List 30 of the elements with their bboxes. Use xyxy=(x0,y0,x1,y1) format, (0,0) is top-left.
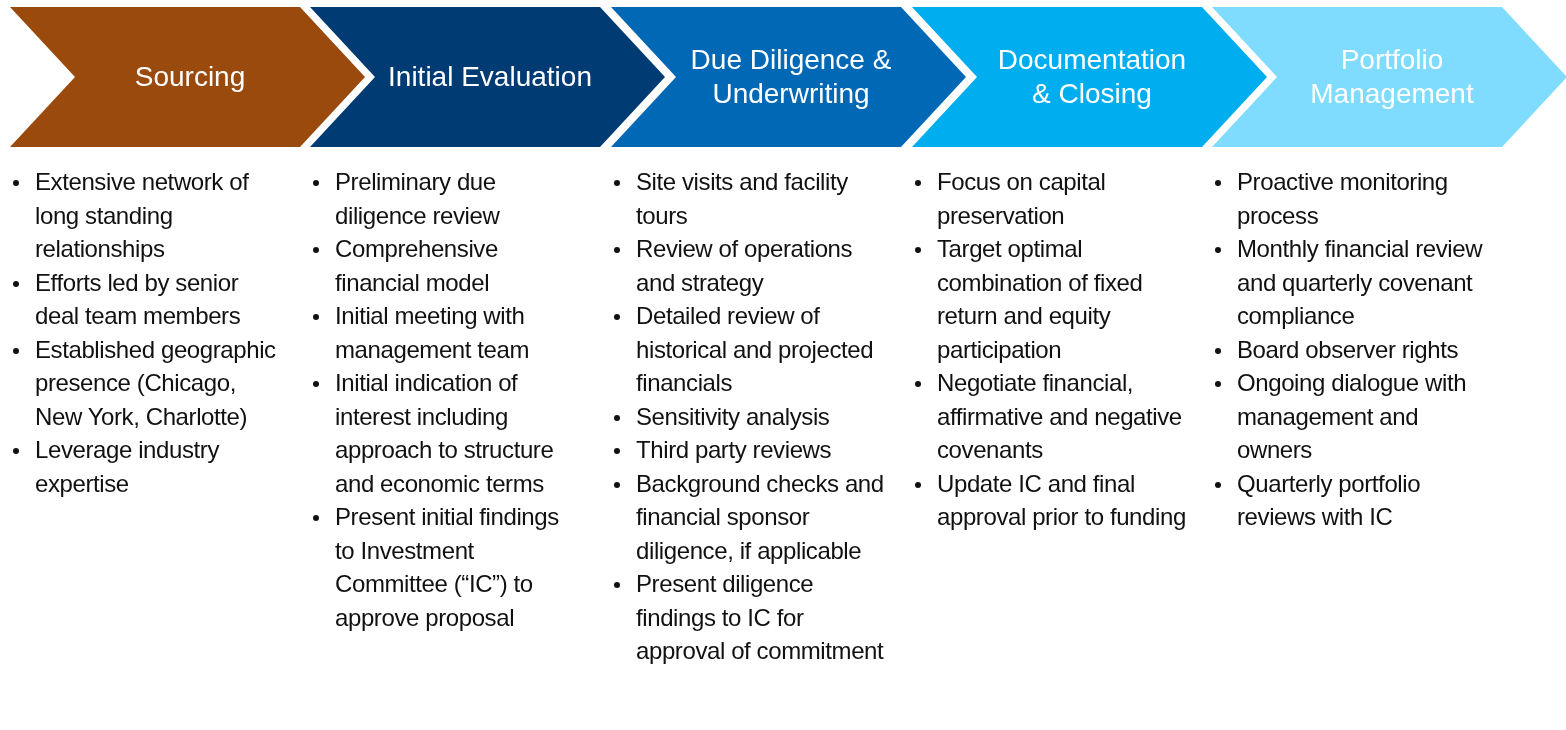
bullet-item: Review of operations and strategy xyxy=(613,232,885,299)
bullet-item: Target optimal combination of fixed return and equity participation xyxy=(914,232,1186,366)
bullet-item: Negotiate financial, affirmative and negative covenants xyxy=(914,366,1186,467)
bullet-item: Efforts led by senior deal team members xyxy=(12,265,284,333)
bullet-item: Update IC and final approval prior to funding xyxy=(914,466,1186,534)
bullet-item: Detailed review of historical and projected financials xyxy=(613,299,885,400)
bullet-item: Site visits and facility tours xyxy=(613,165,885,232)
step-title: Portfolio Management xyxy=(1309,43,1475,111)
bullet-item: Preliminary due diligence review xyxy=(312,165,584,232)
step-title: Documentation & Closing xyxy=(996,43,1188,111)
bullet-item: Sensitivity analysis xyxy=(613,399,885,433)
bullet-item: Quarterly portfolio reviews with IC xyxy=(1214,466,1486,534)
bullet-item: Initial meeting with management team xyxy=(312,299,584,366)
bullet-item: Leverage industry expertise xyxy=(12,433,284,500)
bullet-item: Focus on capital preservation xyxy=(914,165,1186,232)
step-title: Due Diligence & Underwriting xyxy=(689,43,893,111)
bullet-item: Proactive monitoring process xyxy=(1214,165,1486,232)
bullet-item: Monthly financial review and quarterly covenant compliance xyxy=(1214,232,1486,333)
bullet-item: Initial indication of interest including approach to structure and economic terms xyxy=(312,366,584,500)
bullet-item: Present diligence findings to IC for approval of commitment xyxy=(613,567,885,668)
bullet-item: Board observer rights xyxy=(1214,332,1486,366)
step-title: Initial Evaluation xyxy=(387,60,593,94)
bullet-item: Extensive network of long standing relationships xyxy=(12,165,284,266)
bullet-item: Established geographic presence (Chicago, New York, Charlotte) xyxy=(12,332,284,433)
bullet-item: Background checks and financial sponsor diligence, if applicable xyxy=(613,466,885,567)
bullet-item: Third party reviews xyxy=(613,433,885,467)
bullet-item: Ongoing dialogue with management and owners xyxy=(1214,366,1486,467)
step-title: Sourcing xyxy=(133,60,247,94)
bullet-item: Comprehensive financial model xyxy=(312,232,584,299)
bullet-item: Present initial findings to Investment Committee (“IC”) to approve proposal xyxy=(312,500,584,634)
